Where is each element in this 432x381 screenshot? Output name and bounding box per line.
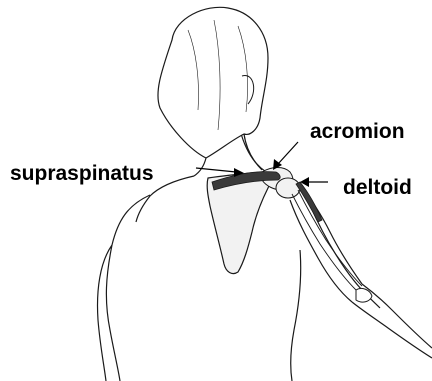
hair-outline (158, 7, 268, 158)
deltoid-muscle (296, 182, 322, 222)
acromion-arrow-line (278, 142, 298, 164)
label-acromion: acromion (310, 120, 405, 143)
supraspinatus-arrow-line (196, 168, 236, 172)
torso-outline (98, 195, 150, 381)
label-supraspinatus: supraspinatus (10, 162, 154, 185)
humeral-head (276, 178, 300, 198)
label-deltoid: deltoid (343, 176, 412, 199)
back-outline (240, 130, 380, 381)
